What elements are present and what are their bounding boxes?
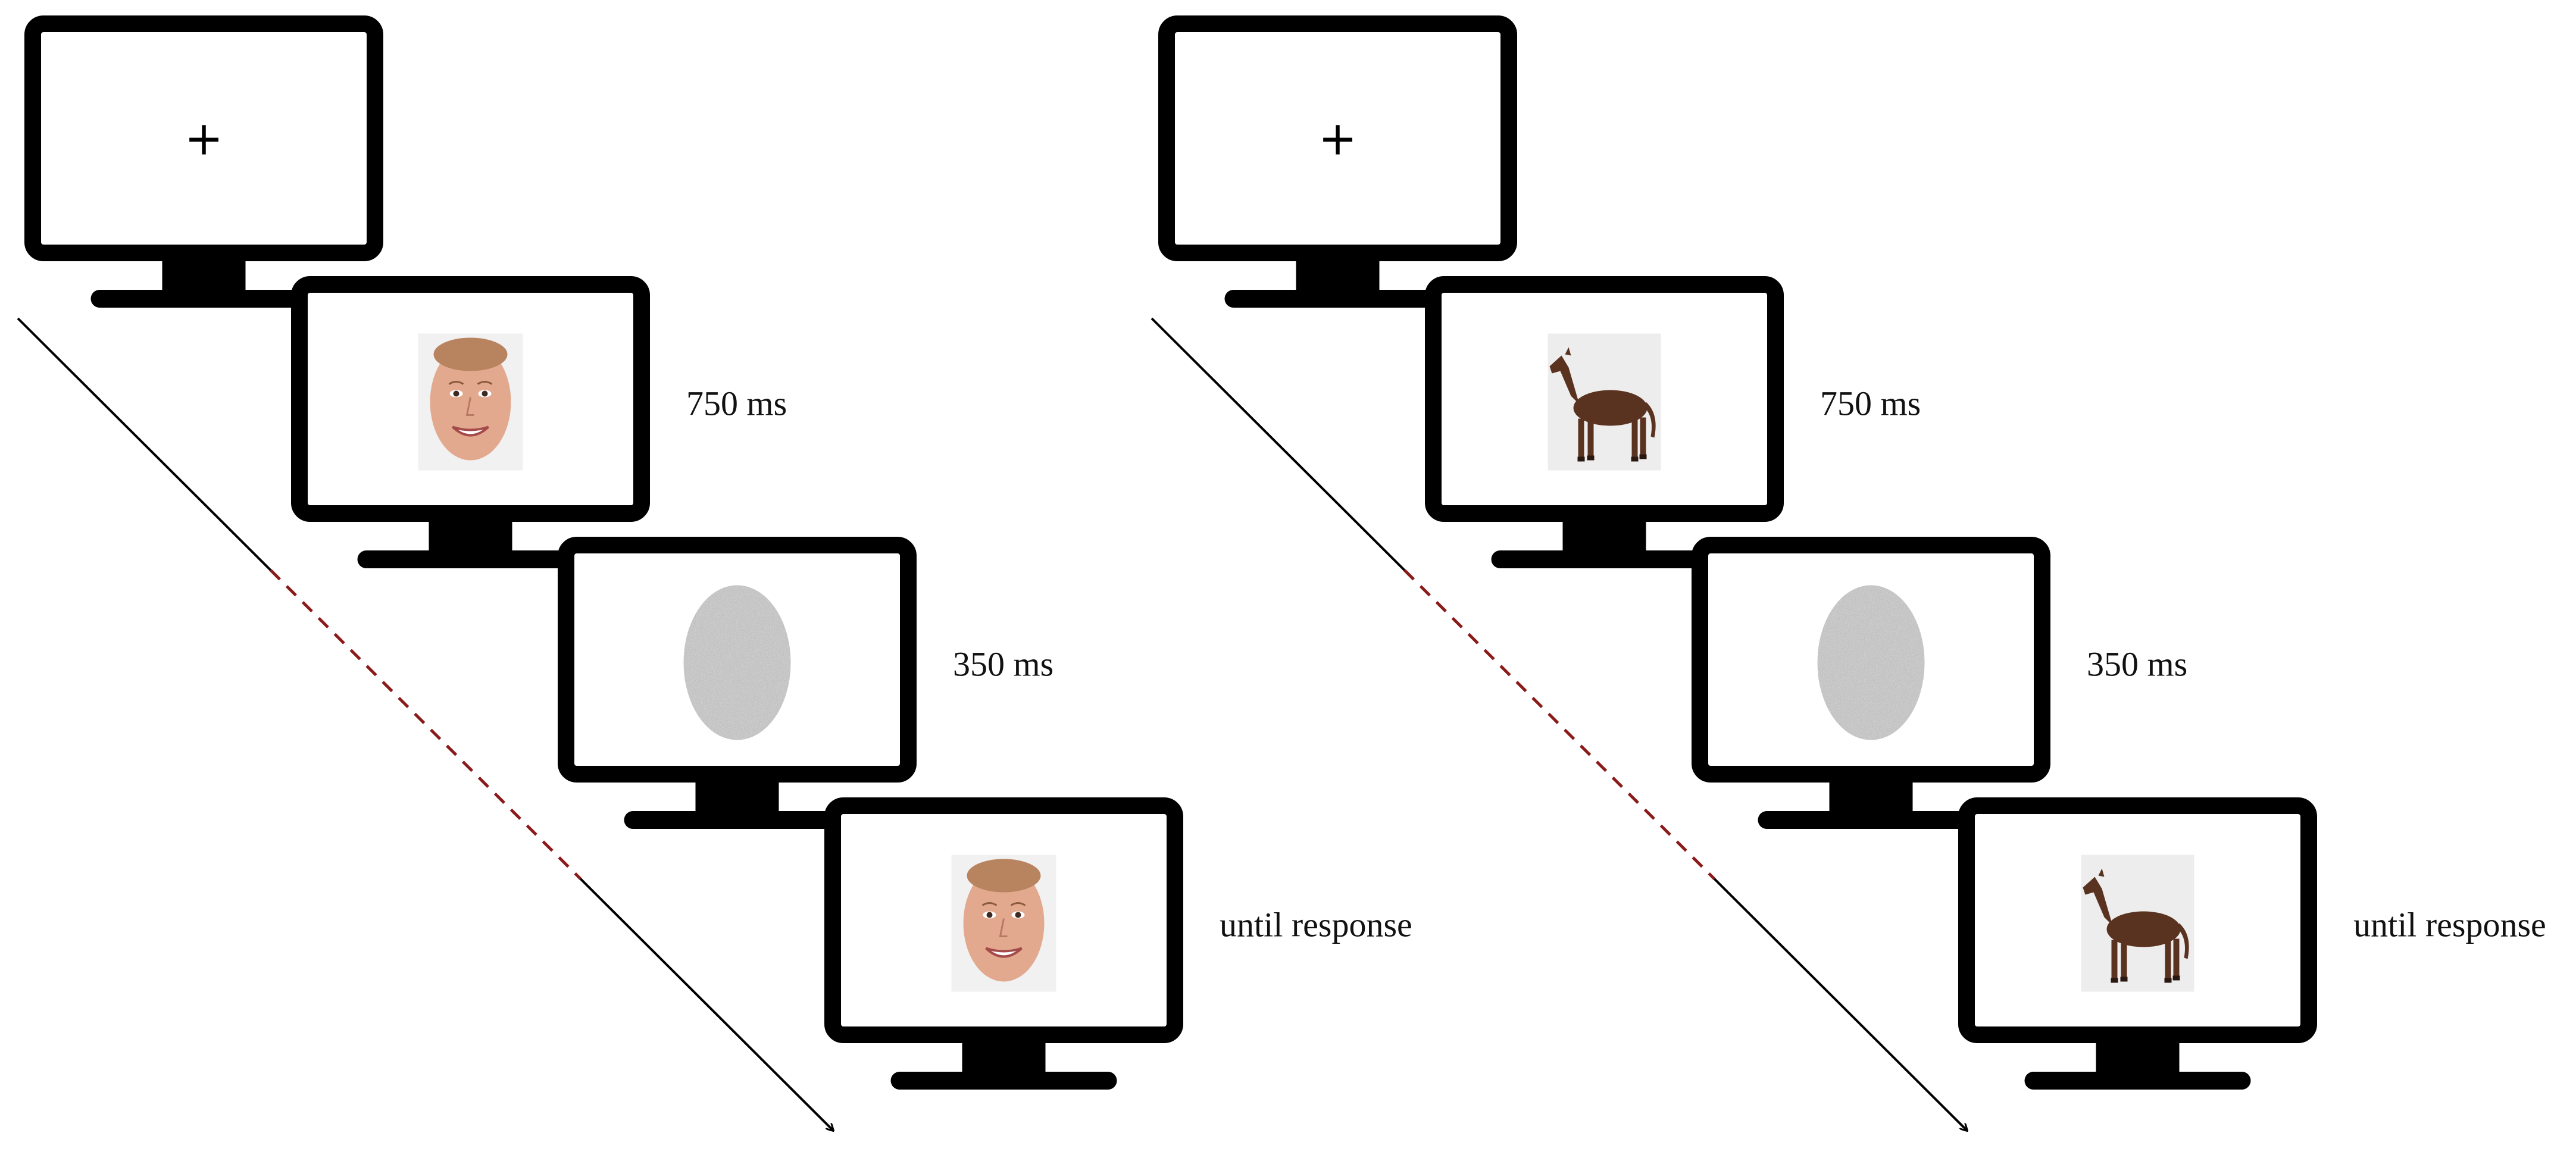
- monitor-4: until response: [1958, 797, 2546, 1090]
- timeline-solid-end: [1713, 878, 1967, 1131]
- duration-label: 350 ms: [953, 645, 1053, 684]
- fixation-cross: +: [1318, 112, 1357, 166]
- timeline-solid-start: [1151, 317, 1406, 571]
- noise-mask: [1817, 585, 1925, 740]
- timeline-dashed: [269, 569, 582, 880]
- monitor-base: [890, 1072, 1117, 1090]
- monitor-4: until response: [824, 797, 1412, 1090]
- monitor-screen: [24, 15, 383, 261]
- duration-label: 350 ms: [2087, 645, 2187, 684]
- timeline-arrow: [1151, 317, 1967, 1131]
- face-stimulus: [417, 332, 524, 472]
- monitor-base: [357, 550, 584, 568]
- horse-stimulus: [1548, 333, 1661, 471]
- monitor-3: 350 ms: [1692, 537, 2187, 829]
- monitor-base: [624, 811, 851, 829]
- monitor-1: +: [24, 15, 383, 308]
- timeline-dashed: [1403, 569, 1716, 880]
- duration-label: 750 ms: [1820, 384, 1921, 423]
- fixation-cross: +: [185, 112, 223, 166]
- monitor-base: [90, 290, 317, 308]
- horse-stimulus: [2081, 855, 2194, 992]
- monitor-1: +: [1158, 15, 1517, 308]
- monitor-screen: [1158, 15, 1517, 261]
- monitor-2: 750 ms: [1425, 276, 1921, 568]
- duration-label: 750 ms: [686, 384, 787, 423]
- monitor-base: [1224, 290, 1451, 308]
- duration-label: until response: [1220, 906, 1412, 944]
- timeline-solid-end: [579, 878, 833, 1131]
- noise-mask: [683, 585, 791, 740]
- monitor-2: 750 ms: [291, 276, 787, 568]
- duration-label: until response: [2353, 906, 2546, 944]
- face-stimulus: [950, 853, 1058, 993]
- monitor-base: [1491, 550, 1718, 568]
- timeline-arrow: [17, 317, 833, 1131]
- timeline-solid-start: [17, 317, 272, 571]
- monitor-3: 350 ms: [558, 537, 1053, 829]
- panel-horse: +750 ms 350 ms until response: [1158, 15, 2546, 1090]
- monitor-base: [1758, 811, 1984, 829]
- panel-face: +750 ms 350 ms until response: [24, 15, 1412, 1090]
- monitor-base: [2024, 1072, 2251, 1090]
